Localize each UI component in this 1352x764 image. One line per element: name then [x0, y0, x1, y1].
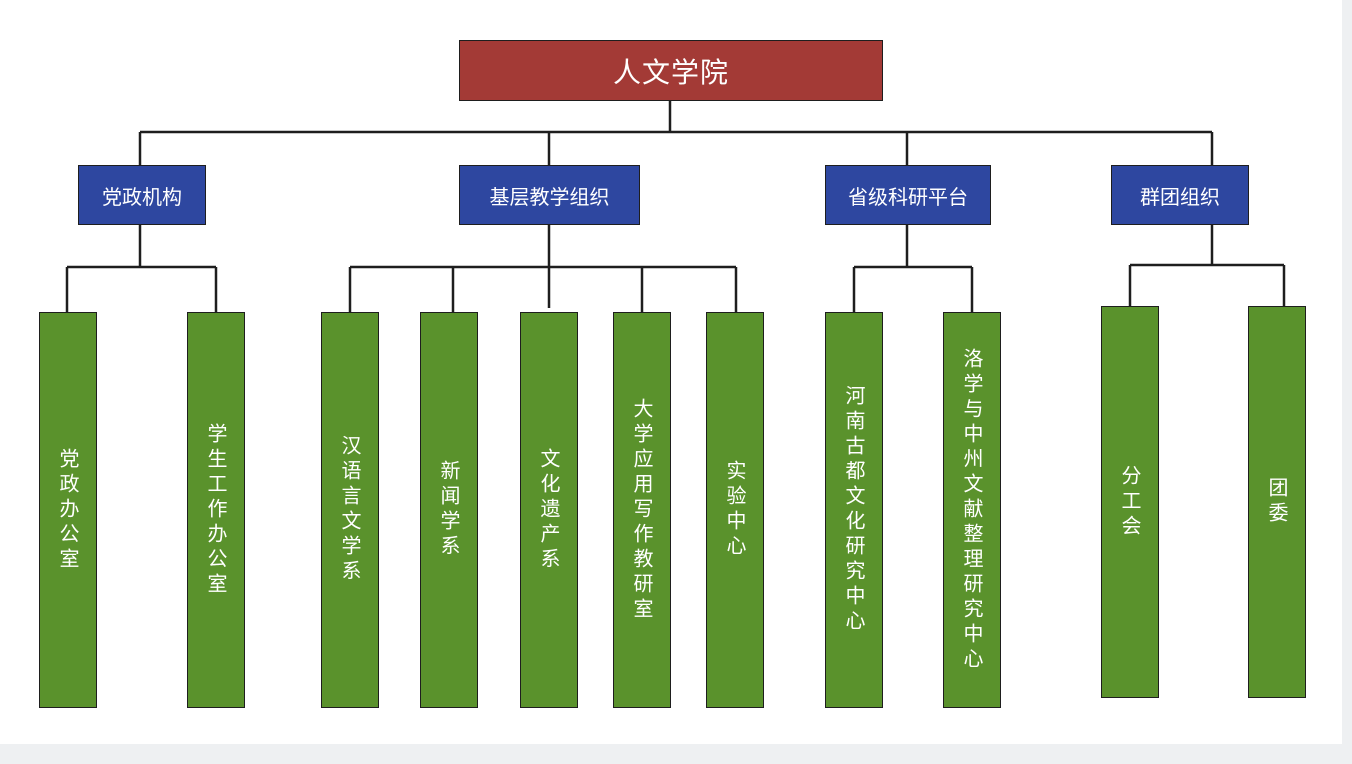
- leaf-label: 学生工作办公室: [204, 422, 228, 598]
- leaf-youth-league-committee: 团委: [1248, 306, 1306, 698]
- leaf-label: 文化遗产系: [537, 447, 561, 573]
- leaf-label: 新闻学系: [437, 460, 461, 560]
- leaf-label: 团委: [1265, 477, 1289, 527]
- leaf-trade-union-branch: 分工会: [1101, 306, 1159, 698]
- leaf-writing-teaching-office: 大学应用写作教研室: [613, 312, 671, 708]
- leaf-journalism-dept: 新闻学系: [420, 312, 478, 708]
- category-label: 省级科研平台: [848, 184, 968, 209]
- leaf-label: 汉语言文学系: [338, 435, 362, 585]
- leaf-label: 洛学与中州文献整理研究中心: [960, 347, 984, 673]
- category-research-platform: 省级科研平台: [825, 165, 991, 225]
- org-chart-canvas: 人文学院 党政机构 基层教学组织 省级科研平台 群团组织 党政办公室 学生工作办…: [0, 0, 1342, 744]
- leaf-label: 分工会: [1118, 464, 1142, 540]
- leaf-ancient-capital-research-center: 河南古都文化研究中心: [825, 312, 883, 708]
- category-teaching-org: 基层教学组织: [459, 165, 640, 225]
- category-party-admin: 党政机构: [78, 165, 206, 225]
- root-label: 人文学院: [612, 55, 729, 89]
- leaf-lab-center: 实验中心: [706, 312, 764, 708]
- category-label: 群团组织: [1140, 184, 1220, 209]
- leaf-party-office: 党政办公室: [39, 312, 97, 708]
- leaf-label: 河南古都文化研究中心: [842, 385, 866, 635]
- leaf-luoxue-documents-research-center: 洛学与中州文献整理研究中心: [943, 312, 1001, 708]
- leaf-label: 实验中心: [723, 460, 747, 560]
- root-node: 人文学院: [459, 40, 883, 101]
- leaf-student-affairs-office: 学生工作办公室: [187, 312, 245, 708]
- category-label: 基层教学组织: [489, 184, 610, 209]
- leaf-label: 党政办公室: [56, 447, 80, 573]
- category-mass-org: 群团组织: [1111, 165, 1249, 225]
- leaf-chinese-literature-dept: 汉语言文学系: [321, 312, 379, 708]
- leaf-label: 大学应用写作教研室: [630, 397, 654, 623]
- connector-lines: [65, 101, 1286, 312]
- category-label: 党政机构: [102, 184, 182, 209]
- leaf-cultural-heritage-dept: 文化遗产系: [520, 312, 578, 708]
